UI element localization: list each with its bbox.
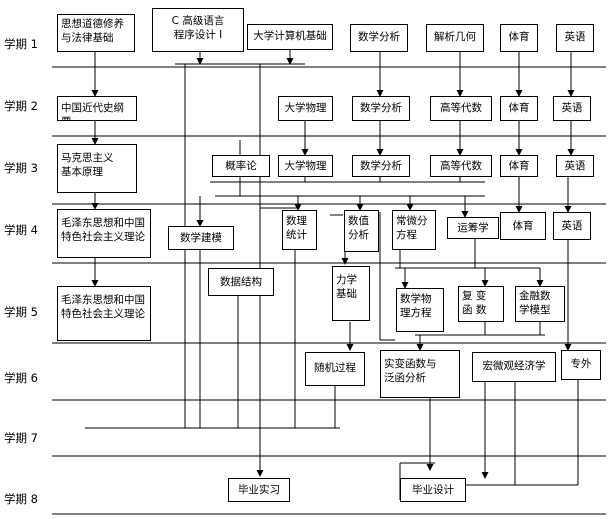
course-pe-3: 体育 — [500, 155, 538, 177]
course-advanced-algebra-3: 高等代数 — [430, 155, 492, 177]
semester-label: 学期 3 — [4, 161, 38, 175]
semester-label: 学期 6 — [4, 371, 38, 385]
course-english-2: 英语 — [553, 96, 591, 121]
course-pe-4: 体育 — [500, 212, 546, 240]
course-ideology-morality-law: 思想道德修养 与法律基础 — [57, 14, 135, 52]
course-advanced-algebra-2: 高等代数 — [430, 96, 492, 121]
course-mao-theory-1: 毛泽东思想和中国 特色社会主义理论 — [57, 209, 151, 258]
course-math-analysis-3: 数学分析 — [352, 155, 410, 177]
course-operations-research: 运筹学 — [447, 217, 499, 239]
course-english-1: 英语 — [556, 24, 594, 52]
course-physics-2: 大学物理 — [278, 96, 333, 121]
course-mechanics: 力学 基础 — [332, 266, 370, 321]
course-pe-2: 体育 — [500, 96, 538, 121]
semester-label: 学期 1 — [4, 37, 38, 51]
graduation-thesis: 毕业设计 — [400, 478, 466, 502]
course-c-programming: C 高级语言 程序设计 I — [152, 8, 244, 52]
course-english-4: 英语 — [553, 212, 591, 240]
course-math-physics-equations: 数学物 理方程 — [396, 288, 444, 332]
course-complex-functions: 复 变 函 数 — [458, 286, 504, 322]
course-macro-micro-economics: 宏微观经济学 — [472, 352, 556, 382]
course-mao-theory-2: 毛泽东思想和中国 特色社会主义理论 — [57, 286, 151, 341]
semester-dividers — [52, 66, 606, 515]
course-math-statistics: 数理 统计 — [282, 210, 317, 250]
course-analytic-geometry: 解析几何 — [426, 24, 484, 52]
course-ode: 常微分 方程 — [392, 210, 436, 250]
course-marxism-principles: 马克思主义 基本原理 — [57, 144, 137, 193]
course-math-modeling: 数学建模 — [168, 226, 234, 250]
course-real-functional-analysis: 实变函数与 泛函分析 — [380, 350, 460, 398]
semester-label: 学期 4 — [4, 223, 38, 237]
semester-label: 学期 8 — [4, 492, 38, 506]
course-pe-1: 体育 — [500, 24, 538, 52]
course-computer-basics: 大学计算机基础 — [247, 24, 333, 50]
course-math-analysis-1: 数学分析 — [350, 24, 408, 52]
course-physics-3: 大学物理 — [278, 155, 333, 177]
course-stochastic-processes: 随机过程 — [305, 352, 365, 386]
graduation-internship: 毕业实习 — [228, 478, 290, 502]
semester-label: 学期 5 — [4, 305, 38, 319]
course-probability: 概率论 — [212, 155, 270, 177]
semester-label: 学期 7 — [4, 431, 38, 445]
course-professional-english: 专外 — [561, 350, 601, 380]
course-english-3: 英语 — [556, 155, 594, 177]
course-financial-math-models: 金融数 学模型 — [515, 286, 565, 322]
semester-label: 学期 2 — [4, 99, 38, 113]
course-numerical-analysis: 数值 分析 — [344, 210, 379, 252]
course-modern-chinese-history: 中国近代史纲要 — [57, 96, 137, 121]
course-data-structures: 数据结构 — [208, 268, 274, 296]
course-math-analysis-2: 数学分析 — [352, 96, 410, 121]
